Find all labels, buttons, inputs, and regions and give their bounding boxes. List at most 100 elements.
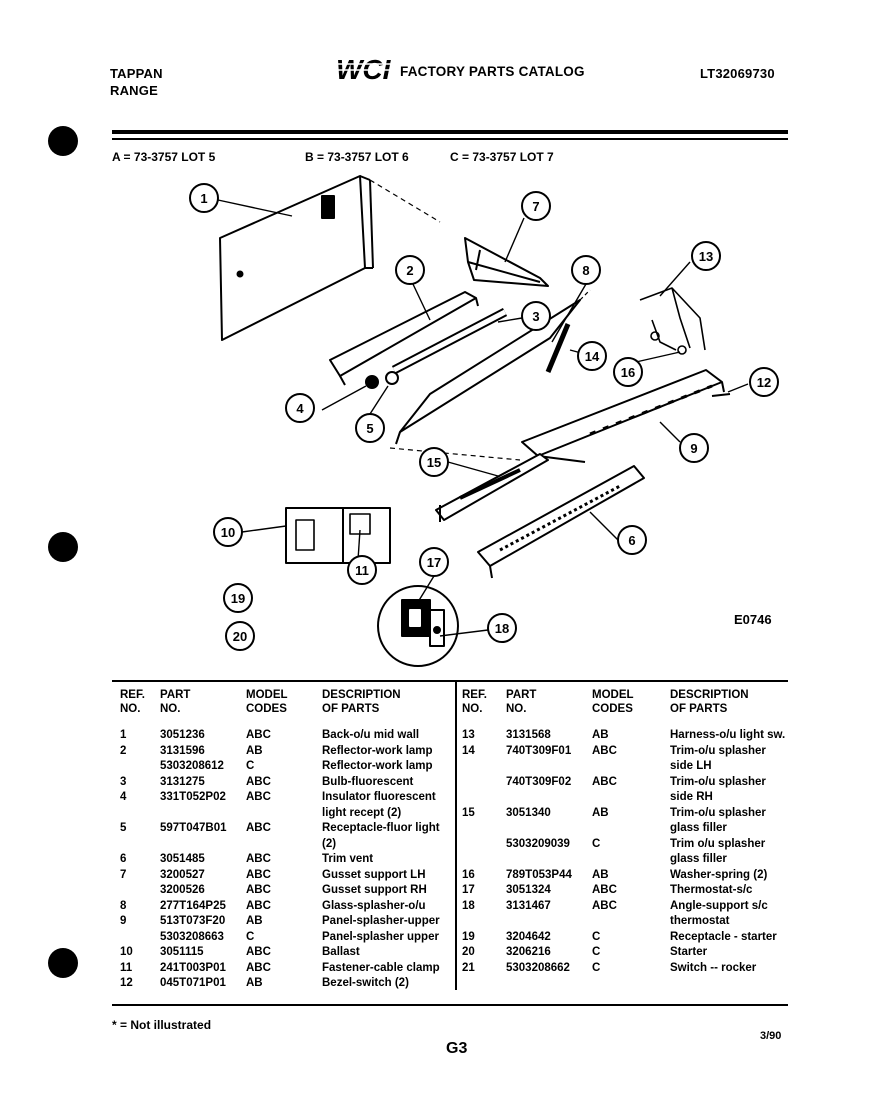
- part-number-cell: [160, 806, 246, 822]
- header-ref-no: NO.: [120, 703, 141, 715]
- model-codes-cell: AB: [246, 977, 263, 989]
- description-cell: Gusset support RH: [322, 884, 427, 896]
- description-cell: Back-o/u mid wall: [322, 729, 420, 741]
- table-row: side LH: [462, 759, 800, 775]
- header-part: PART: [160, 689, 191, 701]
- description-cell: Angle-support s/c: [670, 899, 768, 912]
- description-cell: Reflector-work lamp: [322, 744, 433, 757]
- model-codes-cell: [592, 790, 670, 806]
- lot-b: B = 73-3757 LOT 6: [305, 150, 409, 164]
- page-number: G3: [446, 1040, 468, 1057]
- header-rule-thick: [112, 130, 788, 134]
- ref-cell: 8: [120, 899, 127, 912]
- ref-cell: 17: [462, 884, 475, 896]
- wci-logo: WCI: [334, 54, 396, 85]
- callout-label-8: 8: [582, 263, 589, 278]
- description-cell: (2): [322, 837, 337, 850]
- table-row: glass filler: [462, 821, 800, 837]
- callout-circle-8: [571, 255, 601, 285]
- model-codes-cell: ABC: [246, 946, 271, 958]
- description-cell: thermostat: [670, 915, 730, 927]
- part-number-cell: 5303209039: [506, 837, 570, 850]
- ref-cell: 3: [120, 775, 127, 788]
- header-model: MODEL: [592, 689, 634, 701]
- description-cell: light recept (2): [322, 806, 402, 819]
- harness-part: [639, 287, 706, 355]
- callout-label-14: 14: [585, 349, 600, 364]
- description-cell: glass filler: [670, 853, 727, 865]
- ref-cell: 7: [120, 868, 127, 881]
- part-number-cell: 3204642: [506, 930, 551, 943]
- model-codes-cell: ABC: [246, 868, 271, 881]
- header-part: PART: [506, 689, 537, 701]
- ref-cell: 21: [462, 961, 475, 974]
- ref-cell: 2: [120, 744, 127, 757]
- not-illustrated-note: * = Not illustrated: [112, 1018, 212, 1032]
- part-number-cell: 3051236: [160, 729, 205, 741]
- ref-cell: [462, 852, 506, 868]
- callout-circle-11: [347, 555, 377, 585]
- callout-label-1: 1: [200, 191, 207, 206]
- callout-circle-14: [577, 341, 607, 371]
- header-description: DESCRIPTION: [670, 689, 749, 701]
- part-number-cell: [506, 852, 592, 868]
- model-codes-cell: C: [592, 930, 601, 943]
- part-number-cell: 3206216: [506, 946, 551, 958]
- table-row: side RH: [462, 790, 800, 806]
- ref-cell: 15: [462, 806, 475, 819]
- model-codes-cell: AB: [246, 915, 263, 927]
- model-codes-cell: ABC: [592, 899, 617, 912]
- table-row: glass filler: [462, 852, 800, 868]
- ref-cell: [462, 759, 506, 775]
- trim-glass-filler-part: [435, 453, 549, 522]
- ref-cell: 12: [120, 977, 133, 989]
- callout-label-11: 11: [355, 563, 369, 578]
- diagram-code: E0746: [734, 612, 772, 627]
- ref-cell: [462, 775, 506, 791]
- ref-cell: [120, 759, 160, 775]
- part-number-cell: 789T053P44: [506, 868, 572, 881]
- part-number-cell: 3051340: [506, 806, 551, 819]
- glass-splasher-part: [395, 289, 591, 445]
- description-cell: Thermostat-s/c: [670, 884, 753, 896]
- callout-circle-6: [617, 525, 647, 555]
- part-number-cell: 045T071P01: [160, 977, 226, 989]
- receptacle-part: [385, 371, 399, 385]
- callout-circle-13: [691, 241, 721, 271]
- model-codes-cell: ABC: [246, 729, 271, 741]
- brand-line-2: RANGE: [110, 83, 158, 98]
- ref-cell: [462, 790, 506, 806]
- part-number-cell: 513T073F20: [160, 915, 226, 927]
- description-cell: Trim-o/u splasher: [670, 806, 766, 819]
- reflector-part: [329, 291, 479, 386]
- model-codes-cell: AB: [592, 868, 609, 881]
- ref-cell: [462, 837, 506, 853]
- model-codes-cell: C: [592, 837, 601, 850]
- description-cell: Trim vent: [322, 853, 374, 865]
- header-of-parts: OF PARTS: [670, 703, 728, 715]
- ref-cell: 4: [120, 791, 127, 803]
- bezel-switch-part: [711, 393, 731, 397]
- description-cell: Ballast: [322, 946, 360, 958]
- part-number-cell: 241T003P01: [160, 961, 226, 974]
- callout-circle-18: [487, 613, 517, 643]
- model-codes-cell: [592, 821, 670, 837]
- callout-label-6: 6: [628, 533, 635, 548]
- part-number-cell: 3131275: [160, 775, 205, 788]
- description-cell: Reflector-work lamp: [322, 760, 433, 772]
